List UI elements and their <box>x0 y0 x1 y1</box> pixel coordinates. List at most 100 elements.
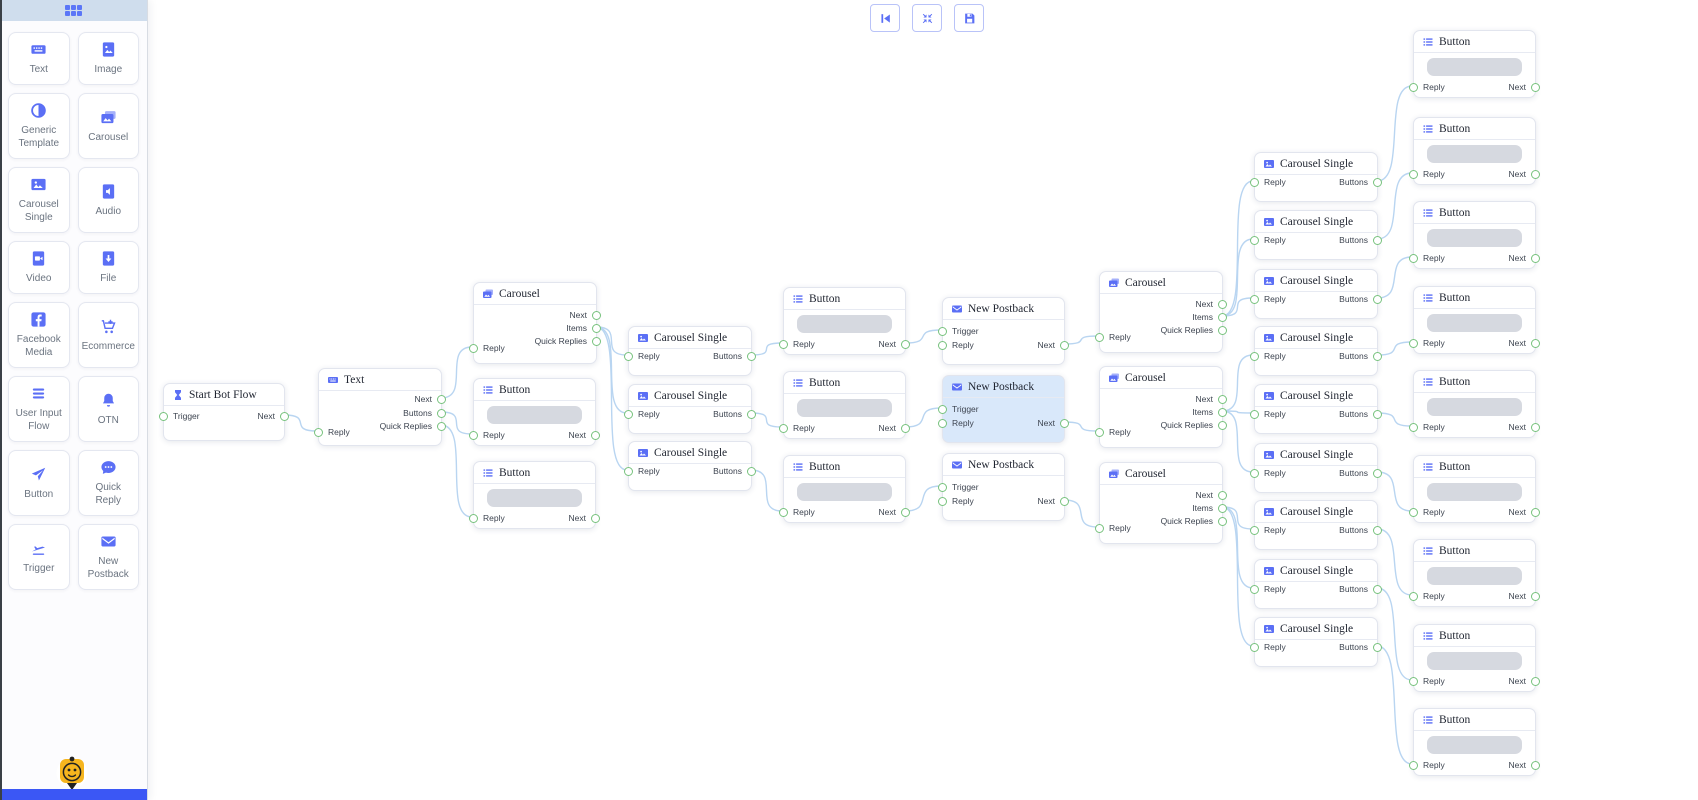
port-handle-next[interactable] <box>1531 83 1540 92</box>
node-header[interactable]: Carousel Single <box>629 327 751 349</box>
node-header[interactable]: Button <box>474 379 595 401</box>
port-handle-reply[interactable] <box>1409 339 1418 348</box>
port-handle-items[interactable] <box>1218 313 1227 322</box>
port-handle-reply[interactable] <box>938 341 947 350</box>
port-handle-reply[interactable] <box>1250 236 1259 245</box>
port-handle-reply[interactable] <box>1409 761 1418 770</box>
node-header[interactable]: Carousel Single <box>1255 618 1377 640</box>
skip-to-start-button[interactable] <box>870 4 900 32</box>
port-handle-quick-replies[interactable] <box>1218 421 1227 430</box>
node-header[interactable]: New Postback <box>943 454 1064 476</box>
port-handle-reply[interactable] <box>624 410 633 419</box>
node-header[interactable]: Button <box>784 288 905 310</box>
port-handle-next[interactable] <box>591 431 600 440</box>
port-handle-buttons[interactable] <box>1373 352 1382 361</box>
sidebar-scrollbar[interactable] <box>0 789 147 800</box>
node-header[interactable]: Carousel Single <box>1255 501 1377 523</box>
node-header[interactable]: Button <box>784 372 905 394</box>
port-handle-buttons[interactable] <box>747 410 756 419</box>
port-handle-next[interactable] <box>1218 300 1227 309</box>
port-handle-reply[interactable] <box>1409 170 1418 179</box>
port-handle-buttons[interactable] <box>1373 295 1382 304</box>
sidebar-item-carousel[interactable]: Carousel <box>77 93 139 159</box>
node-header[interactable]: Carousel Single <box>1255 444 1377 466</box>
port-handle-reply[interactable] <box>1095 333 1104 342</box>
port-handle-buttons[interactable] <box>1373 585 1382 594</box>
port-handle-next[interactable] <box>280 412 289 421</box>
sidebar-item-ecommerce[interactable]: Ecommerce <box>77 302 139 368</box>
port-handle-buttons[interactable] <box>1373 526 1382 535</box>
port-handle-reply[interactable] <box>779 508 788 517</box>
port-handle-next[interactable] <box>1531 761 1540 770</box>
sidebar-item-image[interactable]: Image <box>77 32 139 85</box>
node-header[interactable]: Carousel Single <box>1255 385 1377 407</box>
port-handle-next[interactable] <box>1531 677 1540 686</box>
port-handle-reply[interactable] <box>624 467 633 476</box>
port-handle-buttons[interactable] <box>437 409 446 418</box>
port-handle-quick-replies[interactable] <box>437 422 446 431</box>
port-handle-next[interactable] <box>592 311 601 320</box>
node-header[interactable]: Carousel <box>1100 272 1222 294</box>
port-handle-reply[interactable] <box>1409 508 1418 517</box>
port-handle-reply[interactable] <box>779 340 788 349</box>
port-handle-buttons[interactable] <box>1373 643 1382 652</box>
port-handle-next[interactable] <box>437 395 446 404</box>
port-handle-next[interactable] <box>1531 592 1540 601</box>
node-header[interactable]: Carousel <box>1100 463 1222 485</box>
port-handle-reply[interactable] <box>938 497 947 506</box>
port-handle-reply[interactable] <box>1095 428 1104 437</box>
sidebar-item-otn[interactable]: OTN <box>77 376 139 442</box>
node-header[interactable]: Carousel Single <box>629 385 751 407</box>
sidebar-header[interactable] <box>0 0 147 21</box>
fit-view-button[interactable] <box>912 4 942 32</box>
port-handle-next[interactable] <box>1531 508 1540 517</box>
node-header[interactable]: Text <box>319 369 441 391</box>
node-header[interactable]: Carousel Single <box>1255 153 1377 175</box>
node-header[interactable]: Button <box>784 456 905 478</box>
port-handle-buttons[interactable] <box>747 352 756 361</box>
port-handle-reply[interactable] <box>938 419 947 428</box>
sidebar-item-button[interactable]: Button <box>8 450 70 516</box>
port-handle-reply[interactable] <box>469 344 478 353</box>
port-handle-next[interactable] <box>591 514 600 523</box>
node-header[interactable]: Start Bot Flow <box>164 384 284 406</box>
port-handle-reply[interactable] <box>1250 526 1259 535</box>
port-handle-reply[interactable] <box>624 352 633 361</box>
node-header[interactable]: Button <box>1414 287 1535 309</box>
node-header[interactable]: Button <box>1414 118 1535 140</box>
port-handle-trigger[interactable] <box>938 327 947 336</box>
save-button[interactable] <box>954 4 984 32</box>
port-handle-reply[interactable] <box>1250 469 1259 478</box>
node-header[interactable]: Button <box>1414 540 1535 562</box>
node-header[interactable]: Carousel Single <box>1255 327 1377 349</box>
sidebar-item-text[interactable]: Text <box>8 32 70 85</box>
node-header[interactable]: New Postback <box>943 298 1064 320</box>
port-handle-next[interactable] <box>901 340 910 349</box>
port-handle-quick-replies[interactable] <box>1218 517 1227 526</box>
port-handle-next[interactable] <box>1531 170 1540 179</box>
node-header[interactable]: Carousel <box>474 283 596 305</box>
node-header[interactable]: Button <box>474 462 595 484</box>
node-header[interactable]: Button <box>1414 371 1535 393</box>
port-handle-reply[interactable] <box>1250 295 1259 304</box>
